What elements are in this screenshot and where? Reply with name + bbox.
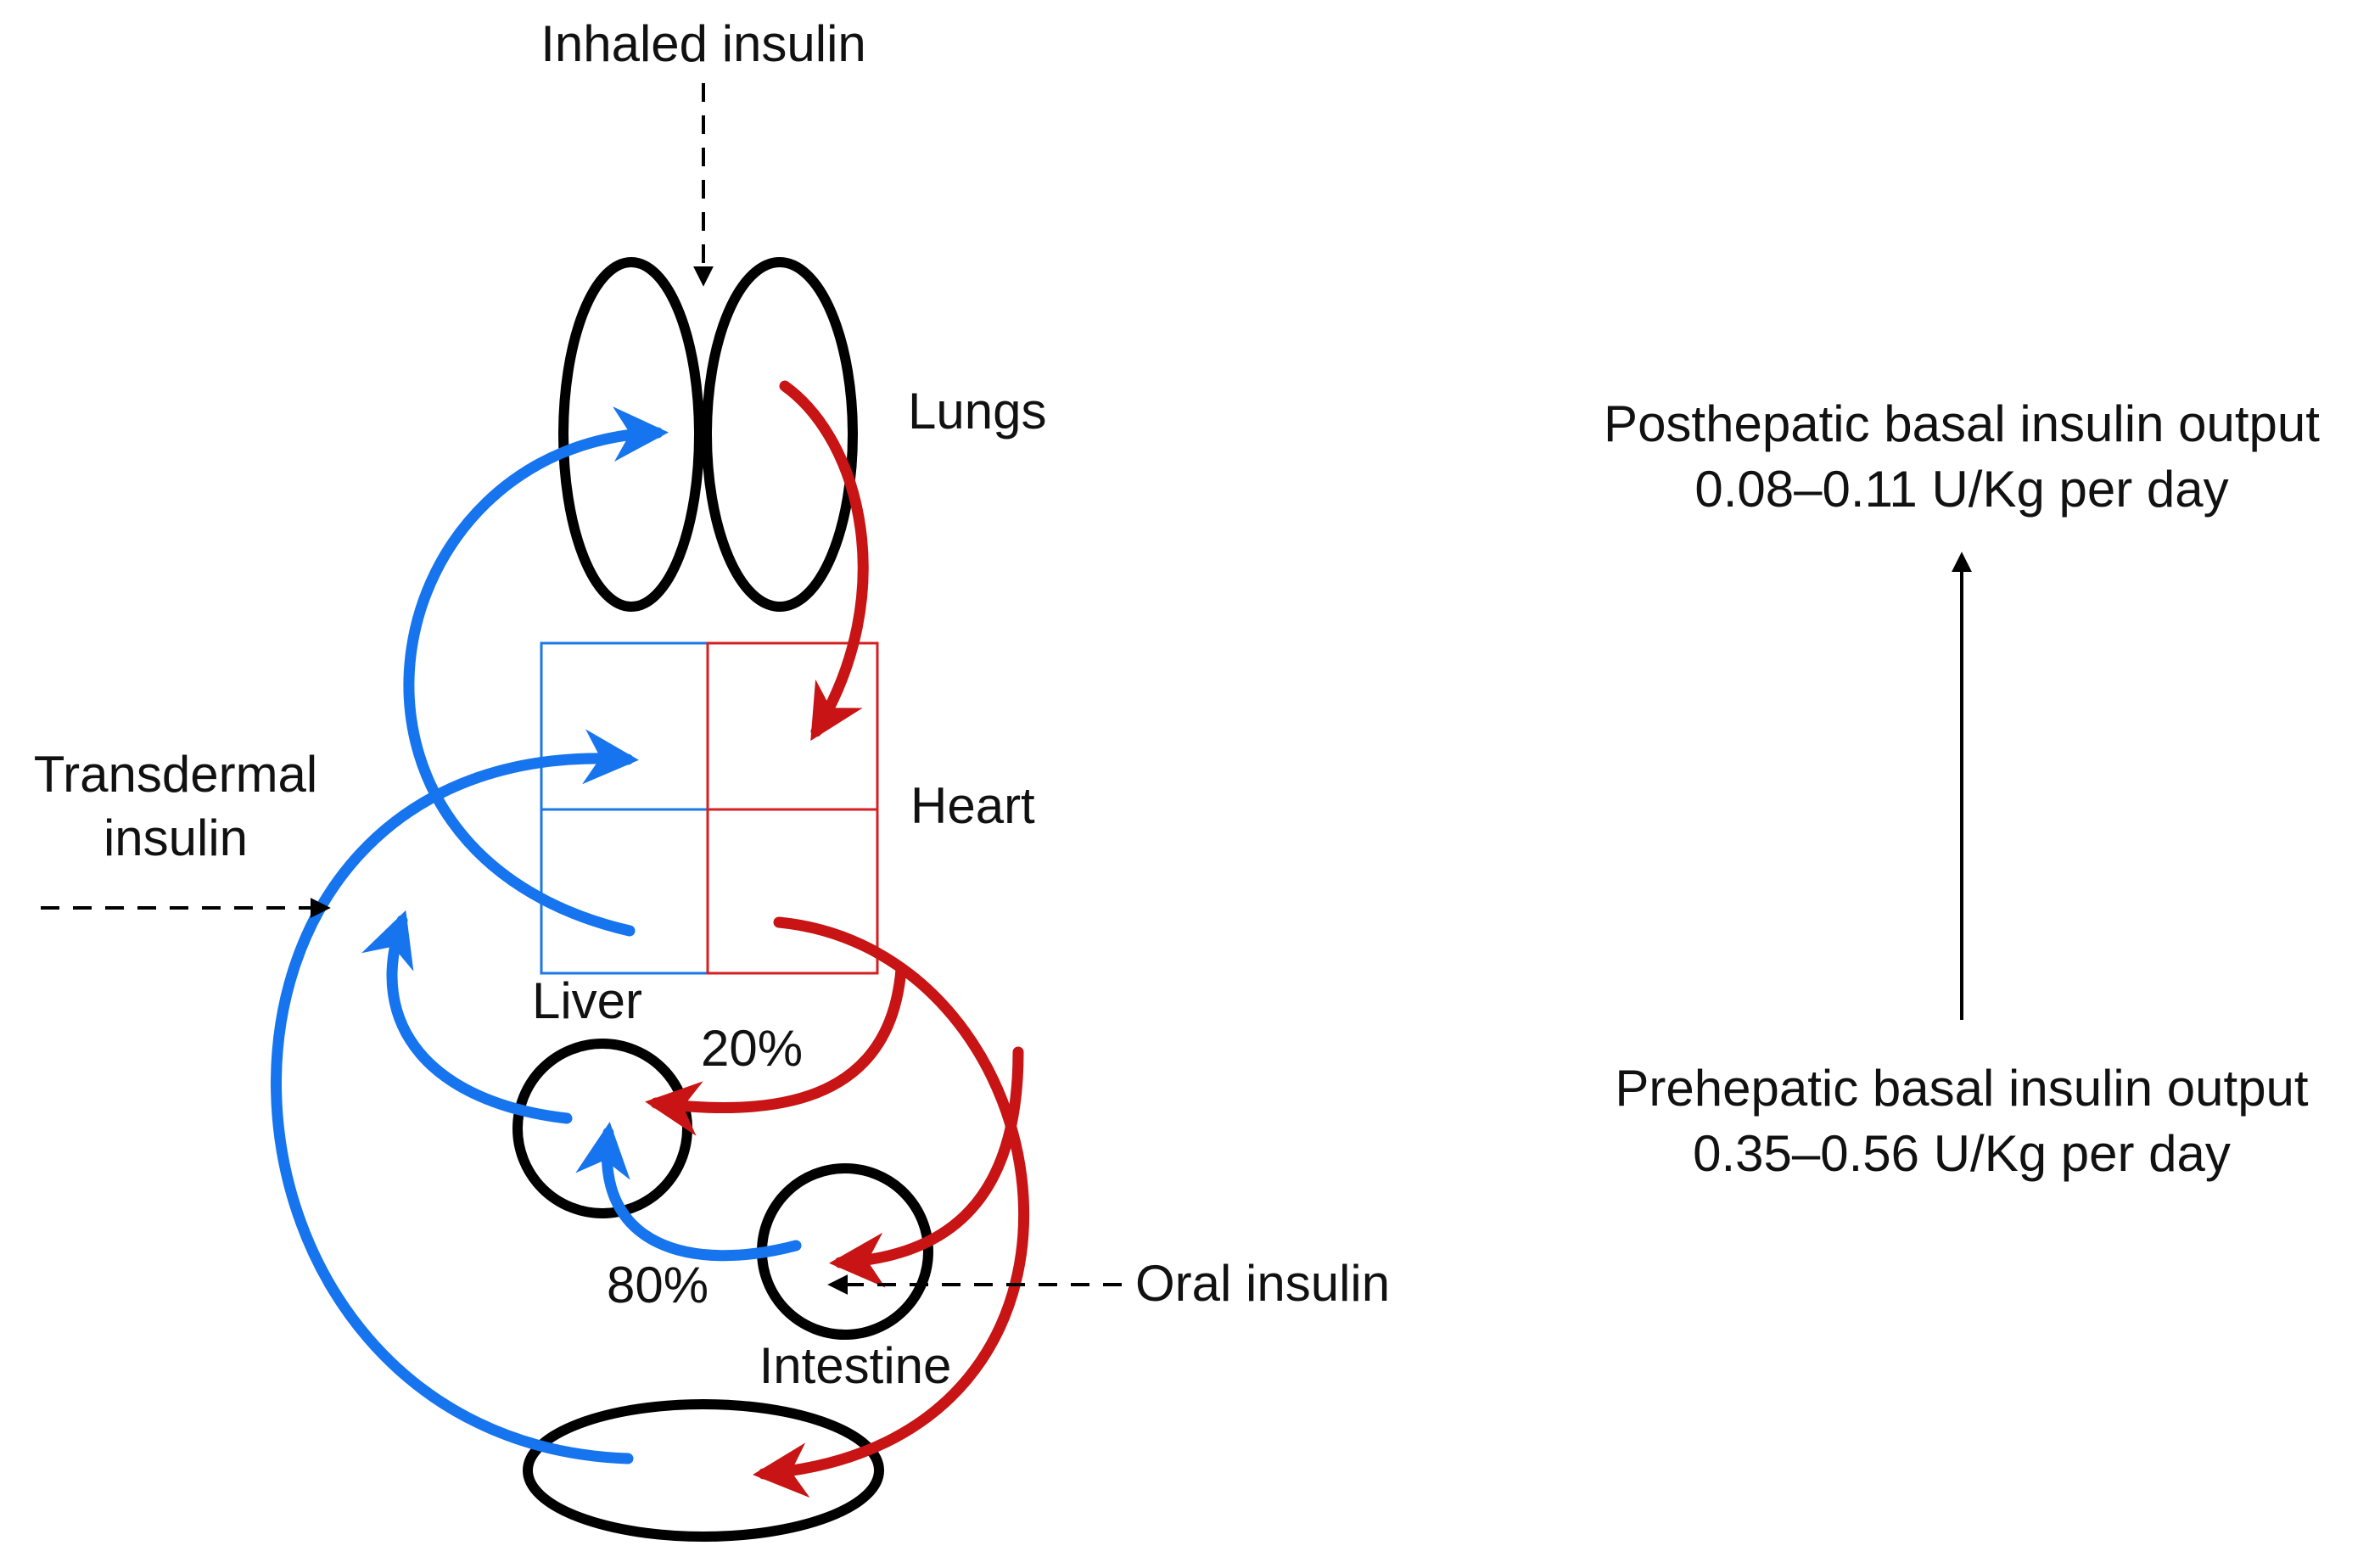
prehepatic-output-title: Prehepatic basal insulin output	[1615, 1060, 2309, 1117]
artery-heart-to-liver	[645, 963, 907, 1136]
liver-label: Liver	[532, 972, 642, 1029]
artery-heart-to-body	[753, 916, 1030, 1498]
oral-insulin-label: Oral insulin	[1135, 1255, 1390, 1312]
inhaled-insulin-label: Inhaled insulin	[540, 15, 866, 72]
transdermal-insulin-label: Transdermal	[34, 746, 318, 803]
liver	[512, 1039, 692, 1218]
posthepatic-output-title: Posthepatic basal insulin output	[1604, 395, 2320, 452]
heart-right-atrium	[540, 641, 709, 811]
vein-heart-to-lungs	[403, 406, 669, 937]
vein-body-to-heart	[271, 729, 639, 1464]
heart-left-ventricle	[706, 808, 879, 975]
heart	[540, 641, 879, 975]
posthepatic-output-value: 0.08–0.11 U/Kg per day	[1694, 461, 2228, 518]
lower-body	[523, 1399, 884, 1542]
prehepatic-output-value: 0.35–0.56 U/Kg per day	[1693, 1125, 2231, 1182]
right-lung	[702, 257, 858, 612]
liver-arterial-fraction: 20%	[701, 1020, 803, 1077]
heart-label: Heart	[910, 777, 1035, 834]
liver-portal-fraction: 80%	[607, 1257, 708, 1313]
artery-lungs-to-heart	[779, 380, 869, 742]
artery-heart-to-intestine	[829, 1046, 1024, 1288]
intestine-label: Intestine	[759, 1337, 952, 1394]
transdermal-insulin-label-line2: insulin	[104, 809, 248, 866]
lungs-label: Lungs	[908, 383, 1046, 440]
vein-liver-to-vena-cava	[361, 910, 573, 1124]
left-lung	[558, 257, 704, 612]
portal-vein-intestine-to-liver	[575, 1122, 802, 1262]
heart-right-ventricle	[540, 808, 709, 975]
